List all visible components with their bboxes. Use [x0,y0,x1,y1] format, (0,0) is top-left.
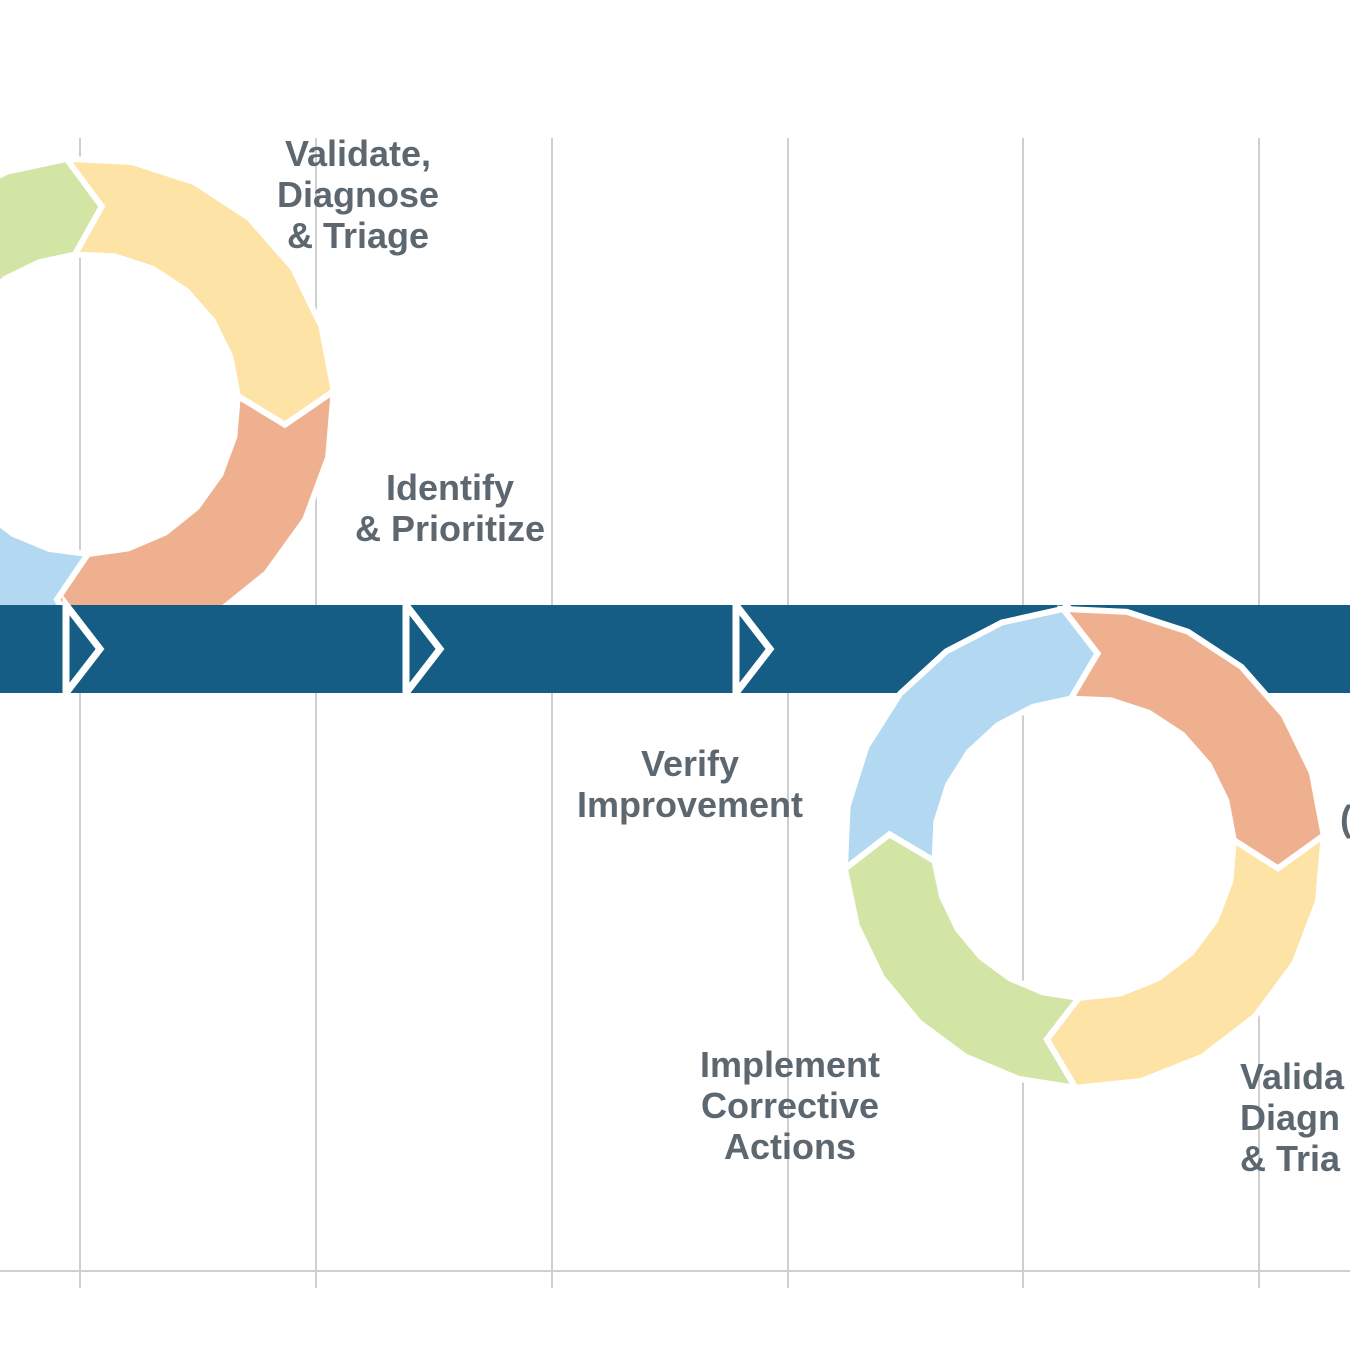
cycle2-validate-segment [1043,829,1328,1092]
cycle-1 [0,155,338,654]
cycle2-implement-segment [841,830,1085,1092]
verify-improvement-label-2: Verify Improvement [576,743,804,825]
cycle1-implement-segment [0,155,106,288]
cycle1-identify-segment [53,385,338,654]
timeline-chevron-1 [62,594,105,704]
timeline-chevron-2 [402,594,445,704]
validate-diagnose-triage-label-1: Validate, Diagnose & Triage [276,133,440,256]
validate-diagnose-triage-label-2: Valida Diagn & Tria [1240,1056,1345,1179]
timeline-chevron-3 [732,594,775,704]
identify-label-2-fragment: ( [1340,798,1350,839]
implement-corrective-actions-label-2: Implement Corrective Actions [699,1044,881,1167]
cycle-2 [841,605,1328,1092]
identify-prioritize-label-1: Identify & Prioritize [354,467,546,549]
